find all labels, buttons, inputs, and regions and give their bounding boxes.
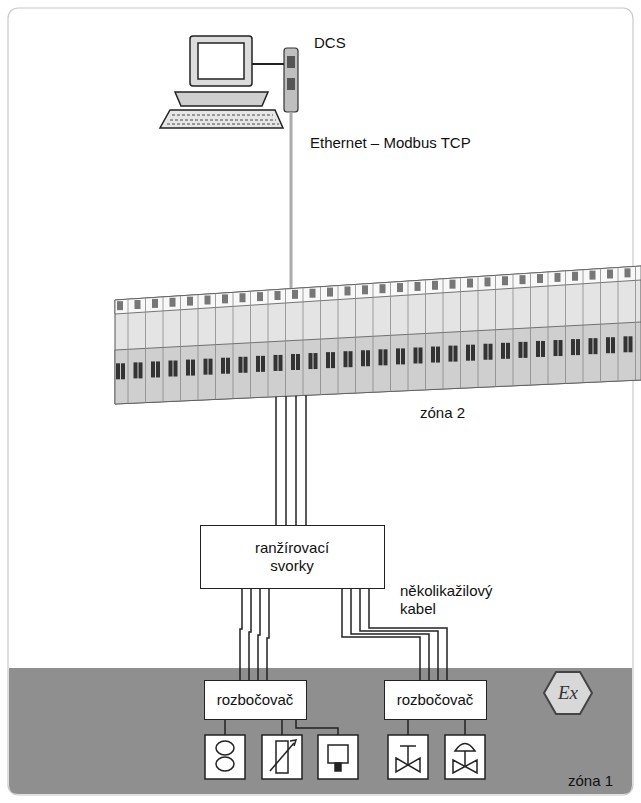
ethernet-cable: [290, 112, 293, 292]
ex-logo: [544, 672, 592, 714]
field-devices: [205, 735, 485, 779]
temperature-sensor-symbol: [262, 735, 302, 779]
box-text: rozbočovač: [397, 691, 474, 709]
terminal-box: ranžírovací svorky: [200, 525, 385, 589]
protocol-label: Ethernet – Modbus TCP: [310, 134, 471, 152]
zone-1-area: [9, 668, 632, 794]
flow-meter-symbol: [205, 735, 245, 779]
terminal-box: rozbočovač: [204, 680, 307, 720]
box-text: ranžírovací svorky: [232, 539, 352, 575]
cable-label: několikažilový kabel: [400, 582, 512, 618]
io-module-rack: [115, 266, 641, 404]
system-label: DCS: [314, 34, 346, 52]
ex-mark: Ex: [558, 682, 578, 705]
control-valve-symbol: [445, 735, 485, 779]
frame: [8, 8, 633, 795]
computer-symbol: [160, 36, 283, 128]
valve-symbol: [388, 735, 428, 779]
zone-label: zóna 2: [420, 404, 465, 422]
terminal-box: rozbočovač: [384, 680, 487, 720]
pressure-sensor-symbol: [318, 735, 358, 779]
box-text: rozbočovač: [217, 691, 294, 709]
multicore-cable: [240, 589, 269, 680]
network-switch: [252, 48, 298, 112]
zone-label: zóna 1: [568, 772, 613, 790]
